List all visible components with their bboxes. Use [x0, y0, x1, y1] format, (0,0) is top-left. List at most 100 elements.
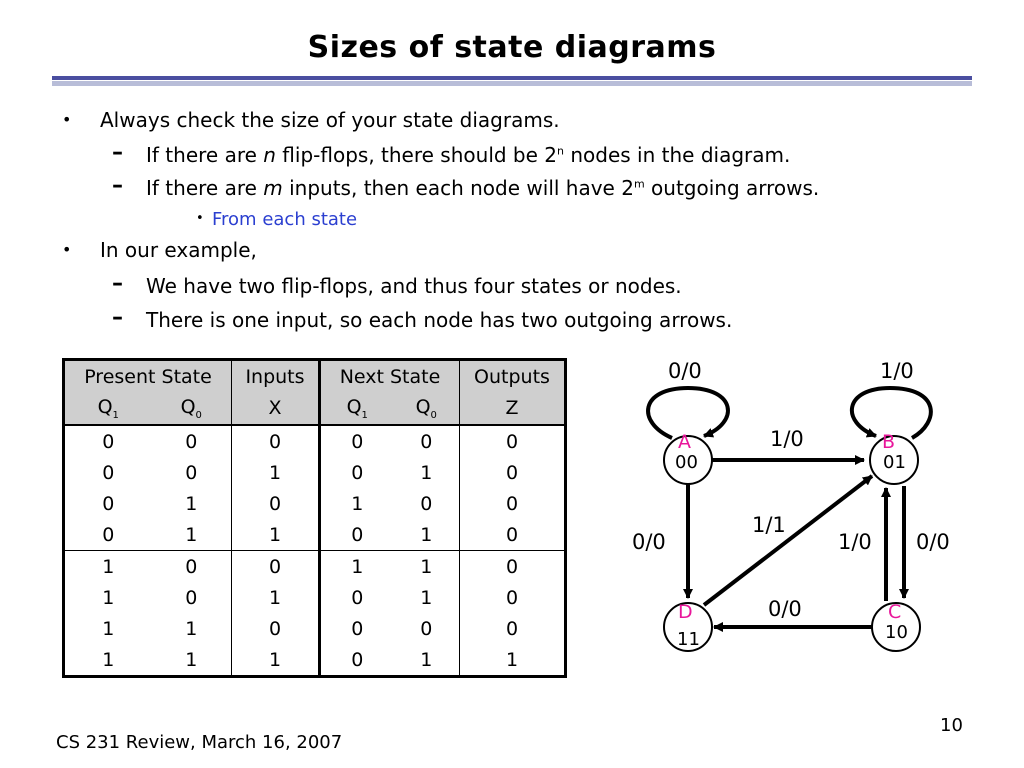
cell-next-q1: 1 — [318, 550, 394, 582]
header-inputs: Inputs — [231, 359, 320, 392]
cell-q1: 0 — [102, 523, 115, 546]
slide-footer: CS 231 Review, March 16, 2007 — [56, 732, 343, 753]
cell-q1: 0 — [102, 492, 115, 515]
node-D — [663, 602, 713, 652]
header-outputs: Outputs — [459, 359, 566, 392]
header-present-state: Present State — [63, 359, 232, 392]
cell-q1: 1 — [102, 617, 115, 640]
table-subheader-row: Q1 Q0 X Q1 Q0 Z — [63, 392, 566, 426]
title-rule-light — [52, 81, 972, 86]
header-x: X — [231, 392, 320, 426]
header-z: Z — [459, 392, 566, 426]
variable-m: m — [263, 176, 283, 200]
cell-x: 0 — [231, 550, 320, 582]
label-D-B: 1/1 — [752, 513, 786, 537]
cell-q0: 0 — [185, 461, 198, 484]
bullet-our-example: In our example, — [100, 238, 257, 262]
cell-next-q1: 0 — [318, 425, 394, 457]
cell-x: 0 — [231, 425, 320, 457]
node-C-code: 10 — [885, 622, 908, 643]
header-next-state: Next State — [318, 359, 460, 392]
cell-q0: 1 — [185, 492, 198, 515]
node-A-code: 00 — [675, 452, 698, 473]
node-A-name: A — [678, 431, 691, 453]
state-table: Present State Inputs Next State Outputs … — [62, 358, 567, 678]
cell-q0: 1 — [185, 523, 198, 546]
cell-x: 0 — [231, 613, 320, 644]
bullet-dot: • — [62, 110, 72, 129]
edge-A-self — [646, 385, 730, 440]
sub-bullet-one-input: There is one input, so each node has two… — [146, 308, 733, 332]
cell-q1: 1 — [63, 550, 152, 582]
page-number: 10 — [940, 715, 963, 736]
node-B-code: 01 — [883, 452, 906, 473]
edge-B-self — [849, 385, 933, 440]
cell-x: 0 — [231, 488, 320, 519]
dash-marker: – — [112, 173, 123, 198]
node-D-code: 11 — [677, 629, 700, 650]
header-next-q0: Q0 — [393, 392, 460, 426]
cell-z: 1 — [459, 644, 566, 677]
cell-next-q1: 1 — [318, 488, 394, 519]
slide-title: Sizes of state diagrams — [307, 30, 717, 65]
variable-n: n — [263, 143, 276, 167]
cell-next-q1: 0 — [318, 644, 394, 677]
dash-marker: – — [112, 305, 123, 330]
text-part: nodes in the diagram. — [564, 143, 791, 167]
cell-z: 0 — [459, 550, 566, 582]
sub-bullet-two-flipflops: We have two flip-flops, and thus four st… — [146, 274, 682, 298]
text-part: If there are — [146, 143, 264, 167]
cell-next-q1: 0 — [318, 457, 394, 488]
header-q0: Q0 — [151, 392, 232, 426]
exponent-n: n — [557, 144, 564, 158]
cell-next-q1: 0 — [318, 613, 394, 644]
node-C — [871, 602, 921, 652]
cell-z: 0 — [459, 488, 566, 519]
cell-next-q0: 0 — [420, 617, 433, 640]
text-part: outgoing arrows. — [644, 176, 820, 200]
cell-next-q0: 1 — [420, 586, 433, 609]
node-C-name: C — [888, 601, 901, 623]
cell-x: 1 — [231, 582, 320, 613]
node-A — [663, 435, 713, 485]
header-q1: Q1 — [63, 392, 152, 426]
label-C-D: 0/0 — [768, 597, 802, 621]
cell-next-q0: 1 — [393, 550, 460, 582]
label-A-self: 0/0 — [668, 359, 702, 383]
cell-x: 1 — [231, 644, 320, 677]
label-B-C: 0/0 — [916, 530, 950, 554]
label-A-D: 0/0 — [632, 530, 666, 554]
sub-bullet-inputs: If there are m inputs, then each node wi… — [146, 176, 819, 200]
title-rule-dark — [52, 76, 972, 80]
cell-next-q0: 1 — [420, 461, 433, 484]
cell-z: 0 — [459, 582, 566, 613]
cell-q0: 0 — [185, 430, 198, 453]
cell-next-q0: 0 — [420, 430, 433, 453]
node-D-name: D — [678, 601, 693, 623]
cell-next-q0: 0 — [420, 492, 433, 515]
cell-q1: 1 — [102, 586, 115, 609]
sub-sub-bullet-from-each-state: From each state — [212, 209, 358, 230]
bullet-dot: • — [62, 240, 72, 259]
label-C-B: 1/0 — [838, 530, 872, 554]
text-part: inputs, then each node will have 2 — [282, 176, 634, 200]
cell-z: 0 — [459, 425, 566, 457]
table-header-row: Present State Inputs Next State Outputs — [63, 359, 566, 392]
node-B-name: B — [882, 431, 895, 453]
cell-next-q1: 0 — [318, 519, 394, 551]
text-part: flip-flops, there should be 2 — [275, 143, 558, 167]
state-diagram: A 00 B 01 C 10 D 11 0/0 1/0 1/0 0/0 1/1 … — [632, 359, 950, 652]
cell-z: 0 — [459, 613, 566, 644]
dash-marker: – — [112, 140, 123, 165]
dash-marker: – — [112, 271, 123, 296]
label-A-B: 1/0 — [770, 427, 804, 451]
cell-q1: 1 — [102, 648, 115, 671]
cell-q1: 0 — [102, 430, 115, 453]
